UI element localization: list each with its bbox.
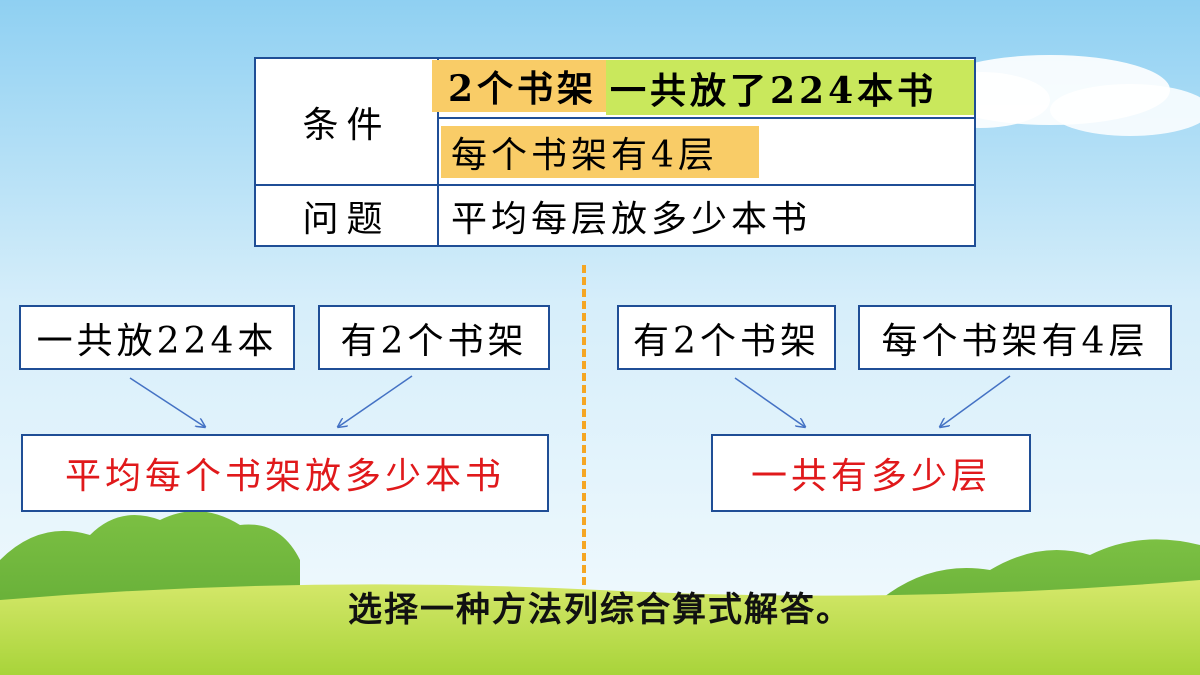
center-dashed-divider (582, 265, 586, 585)
table-divider-vertical (437, 57, 439, 247)
right-box-two-shelves: 有2个书架 (617, 305, 836, 370)
left-box-two-shelves: 有2个书架 (318, 305, 550, 370)
question-label: 问题 (302, 198, 391, 240)
table-divider-horizontal (437, 117, 976, 119)
left-result-box: 平均每个书架放多少本书 (21, 434, 549, 512)
right-box-four-layers: 每个书架有4层 (858, 305, 1172, 370)
question-text: 平均每层放多少本书 (451, 198, 812, 240)
instruction-text: 选择一种方法列综合算式解答。 (348, 590, 852, 630)
condition1-part2: 一共放了224本书 (606, 60, 974, 115)
left-box-total-books: 一共放224本 (19, 305, 295, 370)
conditions-label: 条件 (302, 104, 391, 146)
table-divider-horizontal (254, 184, 976, 186)
condition2: 每个书架有4层 (441, 126, 759, 178)
condition1-part1: 2个书架 (432, 60, 606, 112)
right-result-box: 一共有多少层 (711, 434, 1031, 512)
